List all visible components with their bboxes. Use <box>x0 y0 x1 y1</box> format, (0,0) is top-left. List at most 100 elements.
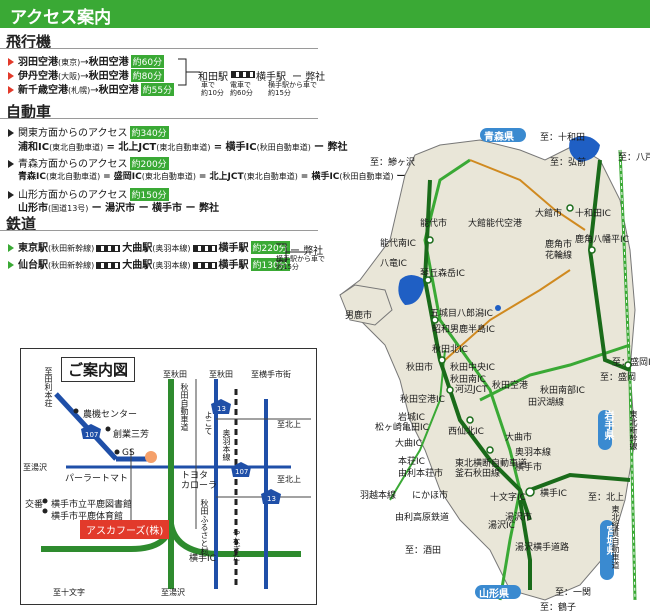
label-akita-furusato: 秋田ふるさと村 <box>200 499 209 555</box>
miyagi-pref-badge <box>600 520 614 580</box>
car-route-yamagata: 山形市(国道13号) ー 湯沢市 ー 横手市 ー 弊社 <box>18 203 220 214</box>
train-line-icon <box>96 261 121 269</box>
place-tazawako-line: 田沢湖線 <box>528 398 565 408</box>
bullet-icon <box>8 261 14 269</box>
to-kitakami: 至：北上 <box>588 493 625 503</box>
place-honjo-ic: 本荘IC <box>398 457 425 467</box>
bullet-icon <box>8 72 14 80</box>
place-yuri-kogen: 由利高原鉄道 <box>395 513 450 523</box>
to-morioka: 至：盛岡 <box>600 373 637 383</box>
place-akita-airport: 秋田空港 <box>492 381 529 391</box>
label-to-akita-2: 至秋田 <box>209 370 233 379</box>
regional-map <box>339 128 637 601</box>
to-sakata: 至：酒田 <box>405 546 442 556</box>
place-kawabe-jct: 河辺JCT <box>455 385 488 395</box>
label-to-kitakami-2: 至北上 <box>277 475 301 484</box>
place-kazuno-hachimantai-ic: 鹿角八幡平IC <box>575 235 629 245</box>
place-nishisenboku-ic: 西仙北IC <box>448 427 484 437</box>
label-kukozan: 創業三芳 <box>113 430 150 440</box>
place-akita: 秋田市 <box>406 363 434 373</box>
to-sugamo: 至：鶴子 <box>540 603 577 613</box>
yokote-station: 横手駅 <box>256 72 286 83</box>
place-tohoku-odan-expwy: 東北横断自動車道 <box>455 459 528 469</box>
place-uetsu-line: 羽越本線 <box>360 491 397 501</box>
rail-car-15min: 横手駅から車で 約15分 <box>276 255 325 271</box>
yamagata-pref-label: 山形県 <box>479 589 509 600</box>
car-section-title: 自動車 <box>6 103 52 121</box>
to-ichinoseki: 至：一関 <box>555 588 592 598</box>
place-akita-chuo-ic: 秋田中央IC <box>450 363 495 373</box>
to-towada: 至：十和田 <box>540 133 586 143</box>
bullet-icon <box>8 191 14 199</box>
place-odate: 大館市 <box>535 209 563 219</box>
place-akita-nanbu-ic: 秋田南部IC <box>540 386 585 396</box>
ou-main-line <box>423 158 522 601</box>
label-station-yokote: よこて <box>204 411 213 435</box>
car-route-kanto: 浦和IC(東北自動車道) = 北上JCT(東北自動車道) = 横手IC(秋田自動… <box>18 142 348 153</box>
label-library: 横手市立平鹿図書館 <box>51 500 133 510</box>
car-row-aomori: 青森方面からのアクセス約200分 <box>8 155 169 170</box>
label-nokyo: 農機センター <box>83 410 138 420</box>
place-tohoku-expressway: 東北縦貫自動車道 <box>611 505 620 569</box>
label-to-kitakami-1: 至北上 <box>277 420 301 429</box>
to-hachinohe: 至：八戸 <box>618 153 650 163</box>
place-noshiro: 能代市 <box>420 219 448 229</box>
guide-map-drawing <box>41 379 311 589</box>
miyagi-pref-label: 宮城県 <box>604 525 615 555</box>
train-line-icon <box>231 71 255 78</box>
label-to-jumonji: 至十文字 <box>53 588 85 597</box>
page-title: アクセス案内 <box>10 8 112 28</box>
place-yuzawa-yokote-road: 湯沢横手道路 <box>515 543 570 553</box>
rail-section-title: 鉄道 <box>6 215 37 233</box>
company-label: アスカフーズ(株) <box>80 520 170 539</box>
label-to-akita-1: 至秋田 <box>163 370 187 379</box>
to-ajigasawa: 至：鯵ヶ沢 <box>370 158 416 168</box>
rail-bracket <box>276 243 312 262</box>
tohoku-expressway <box>587 159 631 372</box>
train-60min: 電車で 約60分 <box>230 81 253 97</box>
route-13-shield-icon <box>211 399 231 414</box>
bullet-icon <box>8 58 14 66</box>
company-location-icon <box>145 451 157 463</box>
air-route-2: 伊丹空港(大阪)→秋田空港約80分 <box>8 67 165 82</box>
label-gs: GS <box>122 448 135 458</box>
label-kosaten: 交番 <box>25 500 44 510</box>
destination: ー 弊社 <box>292 72 326 83</box>
place-odate-noshiro-airport: 大館能代空港 <box>468 219 523 229</box>
train-line-icon <box>96 244 121 252</box>
place-matsugasaki-ic: 松ヶ崎亀田IC <box>375 423 429 433</box>
label-to-yuzawa-1: 至湯沢 <box>23 463 47 472</box>
yokote-ic-marker <box>525 487 535 497</box>
bullet-icon <box>8 244 14 252</box>
label-r13a: 13 <box>217 405 226 413</box>
place-yuzawa-ic: 湯沢IC <box>488 521 515 531</box>
air-route-1: 羽田空港(東京)→秋田空港約60分 <box>8 53 165 68</box>
to-morioka-ic: 至：盛岡IC <box>612 358 650 368</box>
place-akita-kita-ic: 秋田北IC <box>432 345 468 355</box>
route-107-shield-icon <box>81 424 101 439</box>
car-row-kanto: 関東方面からのアクセス約340分 <box>8 124 169 139</box>
car-row-yamagata: 山形方面からのアクセス約150分 <box>8 186 169 201</box>
place-akita-minami-ic: 秋田南IC <box>450 375 486 385</box>
label-ouu: 奥羽本線 <box>222 429 231 461</box>
divider <box>0 48 318 49</box>
place-oga: 男鹿市 <box>345 311 373 321</box>
rail-row-tokyo: 東京駅(秋田新幹線)大曲駅(奥羽本線)横手駅約220分 <box>8 239 290 254</box>
label-to-taura: 至田利本荘 <box>44 367 53 407</box>
label-expressway: 秋田自動車道 <box>180 383 189 431</box>
place-showa-oga-ic: 昭和男鹿半島IC <box>432 325 495 335</box>
train-line-icon <box>192 244 217 252</box>
label-station-yanagita: やなぎた <box>232 529 241 561</box>
aomori-pref-badge <box>480 128 526 142</box>
divider <box>0 118 318 119</box>
car-15min: 横手駅から車で 約15分 <box>268 81 317 97</box>
section-header: アクセス案内 <box>0 0 650 28</box>
place-jumonji-ic: 十文字IC <box>490 493 526 503</box>
aomori-pref-label: 青森県 <box>484 132 514 143</box>
place-iwaki-ic: 岩城IC <box>398 413 425 423</box>
iwate-pref-label: 岩手県 <box>602 410 613 440</box>
label-gym: 横手市平鹿体育館 <box>51 512 124 522</box>
air-bracket <box>178 58 200 86</box>
guide-map: ご案内図 至田利本荘 至秋田 至秋田 至横手市街 農機センター 創業三芳 GS … <box>20 348 317 605</box>
label-toyota: トヨタ カローラ <box>181 471 218 491</box>
